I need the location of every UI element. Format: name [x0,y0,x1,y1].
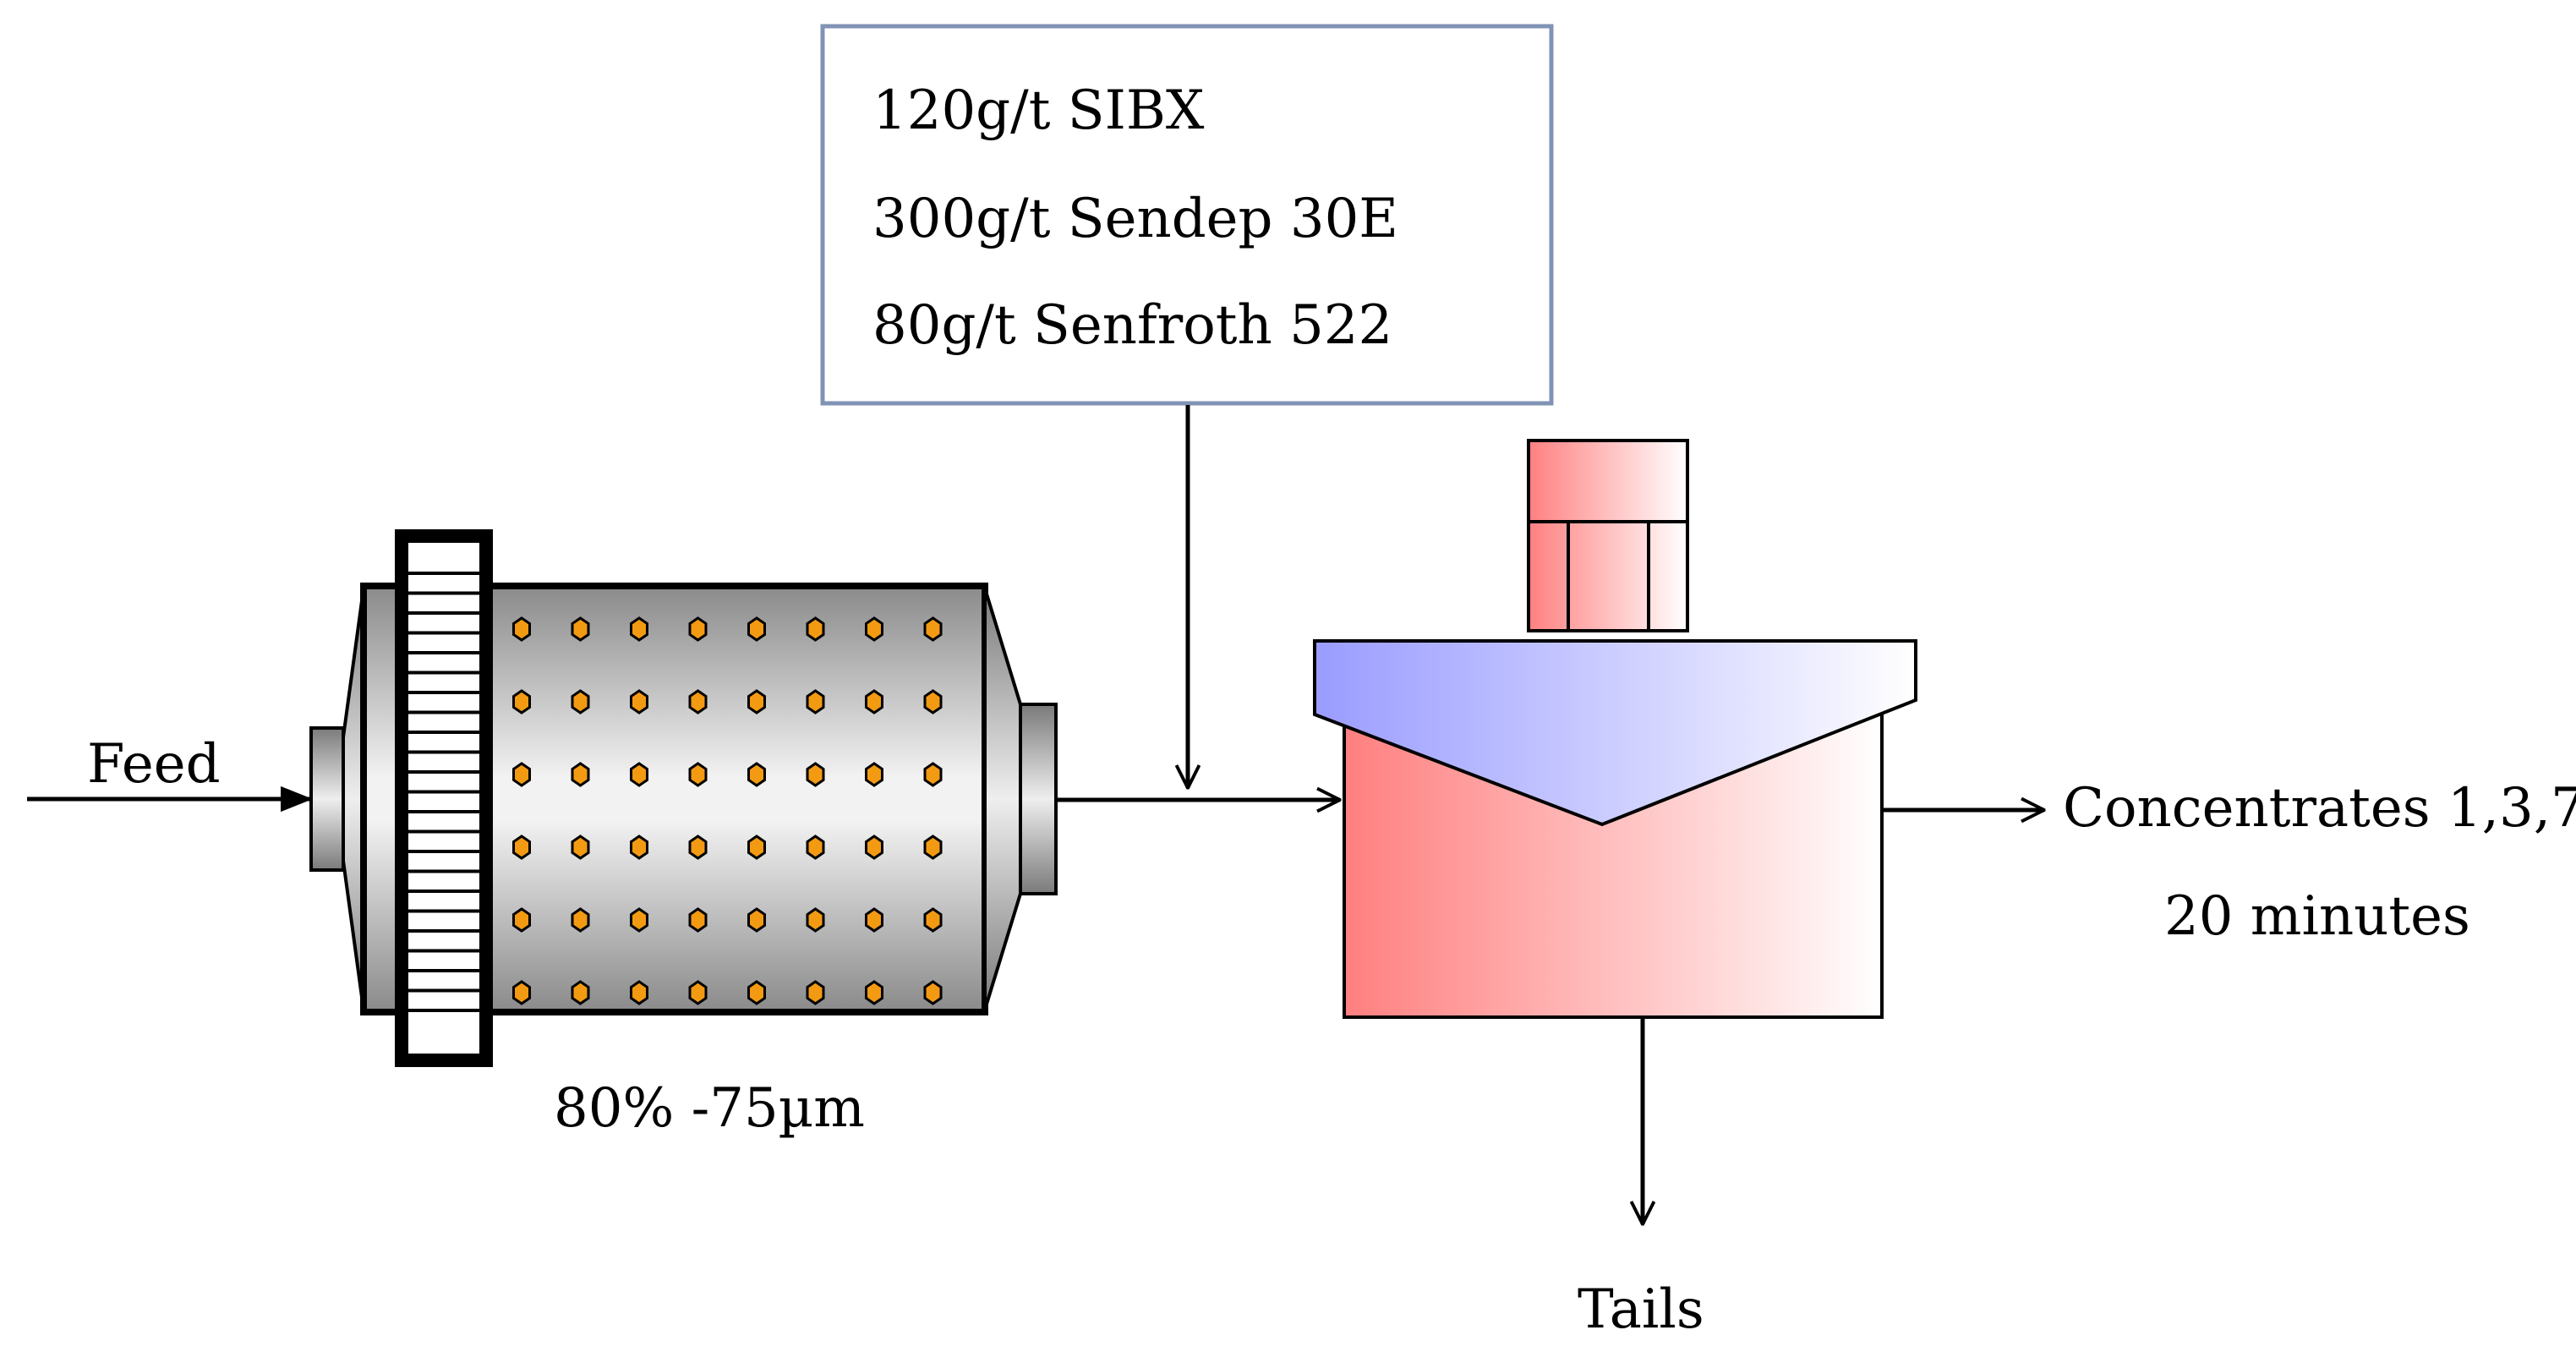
feed-label: Feed [87,733,221,796]
grinding-ball [865,980,883,1005]
grinding-ball [688,689,708,714]
grinding-ball [630,689,648,714]
grinding-ball [571,980,590,1005]
reagent-sibx: 120g/t SIBX [872,79,1205,142]
grinding-ball [688,835,708,860]
grinding-ball [806,762,825,787]
grinding-ball [630,835,648,860]
grinding-ball [865,835,883,860]
grinding-ball [512,907,531,933]
grinding-ball [865,616,883,642]
grinding-ball [747,835,766,860]
agitator-motor-icon [1527,439,1689,632]
grinding-ball [747,762,766,787]
grinding-ball [571,907,590,933]
grinding-ball [571,762,590,787]
grinding-ball [512,980,531,1005]
grinding-ball [923,689,943,714]
concentrates-label-line1: Concentrates 1,3,7, [2063,777,2576,840]
flotation-cell-icon [1313,639,1917,1019]
grinding-ball [571,616,590,642]
grinding-ball [688,762,708,787]
grinding-ball [923,616,943,642]
grinding-ball [747,907,766,933]
grinding-media [512,616,943,1005]
grinding-ball [512,616,531,642]
grinding-ball [923,980,943,1005]
reagent-sendep: 300g/t Sendep 30E [872,188,1398,250]
grinding-ball [512,835,531,860]
grinding-ball [512,689,531,714]
grinding-ball [806,907,825,933]
grinding-ball [747,689,766,714]
tails-label: Tails [1578,1278,1704,1341]
grinding-ball [747,980,766,1005]
grinding-ball [630,907,648,933]
grinding-ball [923,835,943,860]
girth-gear [395,529,493,1067]
grinding-ball [747,616,766,642]
ball-mill-icon [309,529,1058,1067]
grinding-ball [865,907,883,933]
concentrates-label-line2: 20 minutes [2164,885,2470,948]
grinding-ball [806,616,825,642]
grinding-ball [571,835,590,860]
grinding-ball [630,616,648,642]
grinding-ball [923,762,943,787]
grinding-ball [688,980,708,1005]
grinding-ball [806,835,825,860]
grinding-ball [688,616,708,642]
grinding-ball [571,689,590,714]
grinding-ball [630,980,648,1005]
grinding-ball [512,762,531,787]
grinding-ball [865,689,883,714]
reagent-box: 120g/t SIBX 300g/t Sendep 30E 80g/t Senf… [820,24,1554,406]
grinding-ball [630,762,648,787]
grinding-ball [806,689,825,714]
grinding-ball [865,762,883,787]
grinding-ball [688,907,708,933]
grinding-ball [923,907,943,933]
reagent-senfroth: 80g/t Senfroth 522 [872,294,1392,357]
grind-size-label: 80% -75µm [554,1077,865,1140]
grinding-ball [806,980,825,1005]
